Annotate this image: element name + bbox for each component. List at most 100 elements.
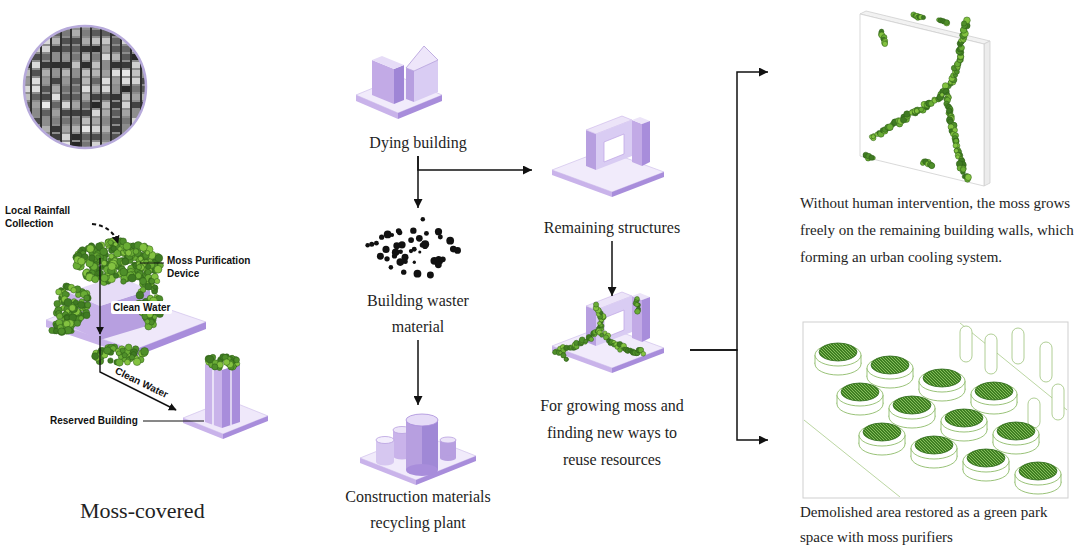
photo-window bbox=[62, 118, 70, 124]
photo-column bbox=[90, 20, 92, 155]
photo-window bbox=[62, 46, 70, 52]
photo-window bbox=[142, 142, 150, 148]
moss-purifier bbox=[971, 383, 1017, 405]
photo-window bbox=[132, 86, 140, 92]
photo-window bbox=[102, 134, 110, 140]
photo-window bbox=[132, 62, 140, 68]
photo-window bbox=[22, 142, 30, 148]
moss-dot bbox=[600, 333, 604, 337]
moss-dot bbox=[919, 107, 924, 112]
moss-dot bbox=[129, 355, 134, 360]
photo-column bbox=[140, 20, 142, 155]
node-text: Construction materials recycling plant bbox=[330, 484, 506, 536]
moss-dot bbox=[108, 262, 116, 270]
photo-window bbox=[32, 142, 40, 148]
annotation-label: Reserved Building bbox=[50, 414, 138, 427]
photo-window bbox=[92, 150, 100, 156]
photo-window bbox=[102, 78, 110, 84]
photo-window bbox=[92, 46, 100, 52]
moss-dot bbox=[212, 364, 218, 370]
moss-dot bbox=[136, 291, 144, 299]
photo-window bbox=[42, 54, 50, 60]
moss-dot bbox=[116, 351, 121, 356]
moss-dot bbox=[108, 240, 113, 245]
moss-dot bbox=[223, 359, 229, 365]
moss-dot bbox=[56, 289, 62, 295]
photo-window bbox=[92, 126, 100, 132]
moss-structure-icon bbox=[552, 296, 645, 361]
moss-dot bbox=[929, 163, 935, 169]
moss-covered-illustration bbox=[99, 258, 100, 334]
flow-arrow bbox=[690, 72, 768, 350]
waste-dot bbox=[384, 256, 389, 261]
photo-window bbox=[22, 134, 30, 140]
photo-window bbox=[32, 62, 40, 68]
photo-window bbox=[72, 70, 80, 76]
waste-dot bbox=[369, 242, 374, 247]
photo-window bbox=[52, 46, 60, 52]
moss-dot bbox=[145, 319, 150, 324]
moss-purifier-park bbox=[804, 420, 900, 497]
waste-dot bbox=[413, 261, 416, 264]
photo-window bbox=[82, 70, 90, 76]
process-node: Remaining structures bbox=[532, 123, 692, 241]
moss-dot bbox=[120, 268, 128, 276]
photo-window bbox=[22, 150, 30, 156]
building-photo bbox=[22, 20, 152, 156]
moss-purifier bbox=[815, 344, 861, 366]
moss-purifier bbox=[919, 369, 965, 401]
moss-dot bbox=[589, 337, 594, 342]
photo-window bbox=[102, 102, 110, 108]
moss-purifier bbox=[971, 382, 1017, 414]
waste-dot bbox=[418, 251, 421, 254]
moss-covered-illustration bbox=[143, 421, 204, 422]
moss-dot bbox=[145, 251, 150, 256]
photo-window bbox=[112, 62, 120, 68]
waste-dot bbox=[392, 248, 399, 255]
photo-window bbox=[72, 134, 80, 140]
moss-dot bbox=[92, 353, 99, 360]
annotation-label: Moss Purification Device bbox=[167, 254, 262, 280]
photo-window bbox=[62, 102, 70, 108]
photo-window bbox=[62, 86, 70, 92]
moss-purifier bbox=[941, 410, 987, 432]
moss-dot bbox=[145, 283, 152, 290]
moss-dot bbox=[149, 278, 155, 284]
flow-arrow bbox=[418, 156, 532, 170]
photo-window bbox=[92, 70, 100, 76]
photo-window bbox=[32, 94, 40, 100]
photo-window bbox=[122, 86, 130, 92]
photo-window bbox=[92, 134, 100, 140]
moss-dot bbox=[69, 305, 76, 312]
photo-window bbox=[142, 150, 150, 156]
moss-purifier bbox=[993, 422, 1039, 454]
photo-window bbox=[122, 70, 130, 76]
waste-dot bbox=[396, 258, 404, 266]
photo-window bbox=[32, 78, 40, 84]
photo-window bbox=[112, 86, 120, 92]
waste-dot bbox=[393, 242, 400, 249]
photo-window bbox=[132, 142, 140, 148]
photo-window bbox=[82, 30, 90, 36]
moss-dot bbox=[956, 155, 960, 159]
moss-dot bbox=[125, 344, 132, 351]
moss-dot bbox=[114, 273, 119, 278]
moss-dot bbox=[154, 265, 162, 273]
photo-window bbox=[72, 38, 80, 44]
photo-window bbox=[112, 102, 120, 108]
moss-dot bbox=[128, 274, 136, 282]
photo-column bbox=[70, 20, 72, 155]
photo-window bbox=[122, 118, 130, 124]
photo-window bbox=[142, 22, 150, 28]
moss-dot bbox=[64, 315, 69, 320]
photo-window bbox=[122, 102, 130, 108]
moss-dot bbox=[887, 124, 893, 130]
moss-dot bbox=[137, 264, 142, 269]
photo-window bbox=[72, 62, 80, 68]
photo-column bbox=[50, 20, 52, 155]
moss-dot bbox=[54, 300, 61, 307]
moss-wall-illustration bbox=[863, 12, 971, 182]
photo-window bbox=[52, 22, 60, 28]
